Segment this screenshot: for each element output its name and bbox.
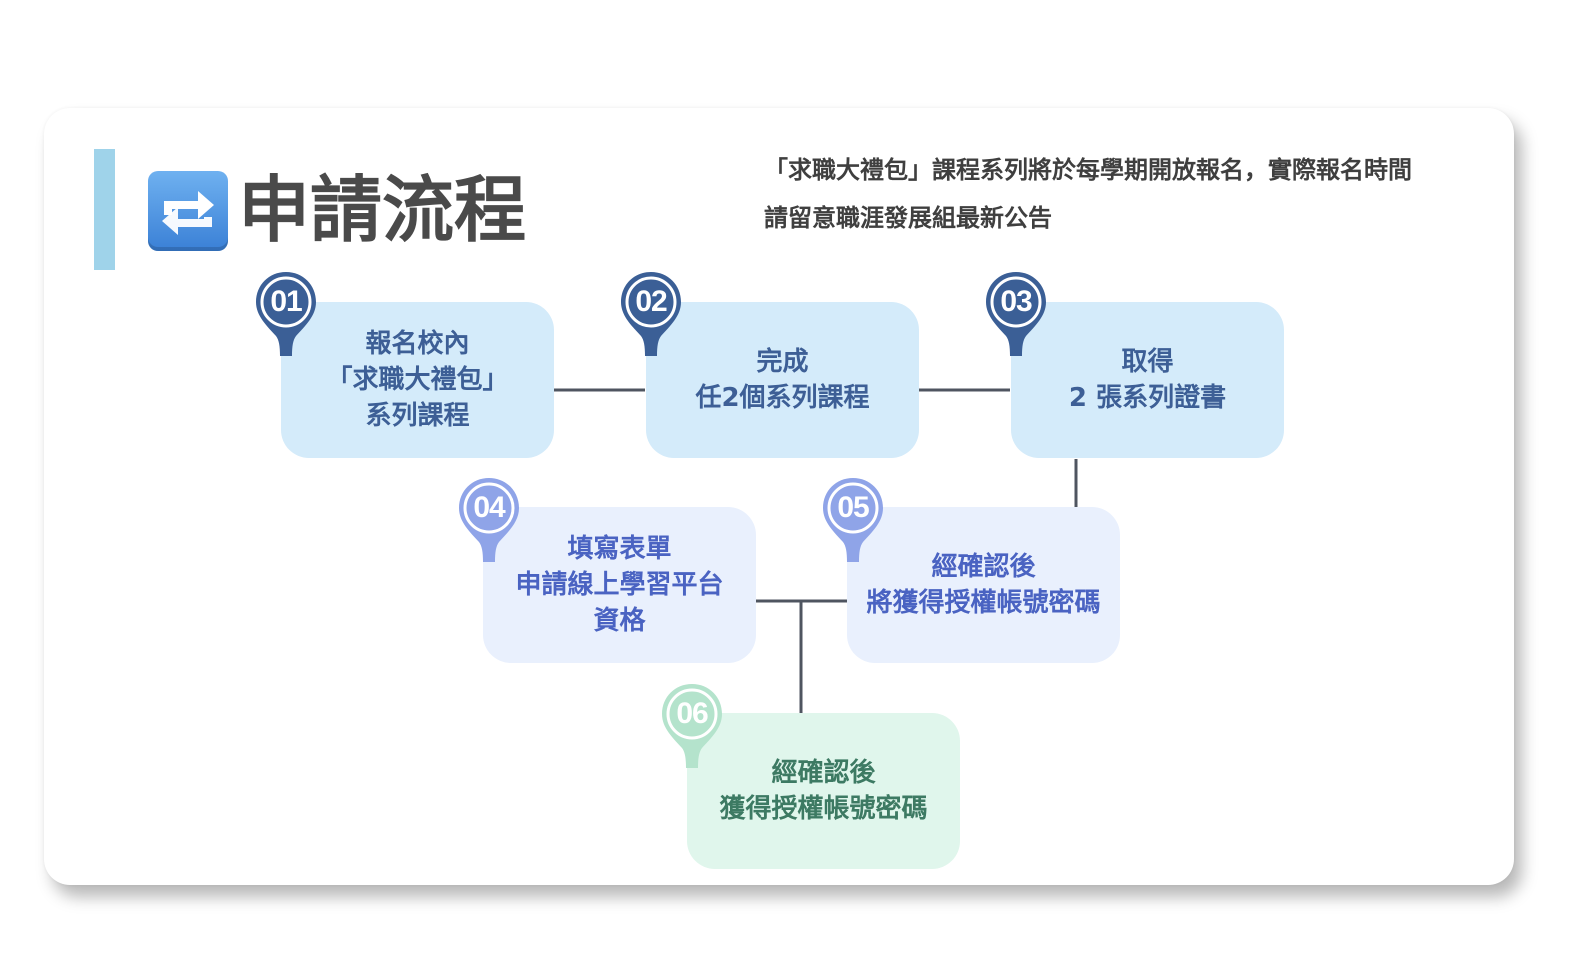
step-03-pin-icon: 03 [984,270,1048,360]
step-04-number: 04 [473,491,505,524]
notice-line-1: 「求職大禮包」課程系列將於每學期開放報名，實際報名時間 [764,156,1412,184]
page-title: 申請流程 [238,168,527,252]
step-03-box: 取得 2 張系列證書 [1011,302,1284,458]
title-accent-bar [94,149,115,270]
notice-text: 「求職大禮包」課程系列將於每學期開放報名，實際報名時間 請留意職涯發展組最新公告 [764,146,1524,242]
step-01-number: 01 [270,285,302,318]
step-06-pin-icon: 06 [660,682,724,772]
step-02-line-1: 完成 [756,347,809,377]
step-01-pin-icon: 01 [254,270,318,360]
notice-line-2: 請留意職涯發展組最新公告 [764,204,1052,232]
step-03-line-2: 2 張系列證書 [1068,383,1227,413]
step-02-pin-icon: 02 [619,270,683,360]
step-01-box: 報名校內 「求職大禮包」 系列課程 [281,302,554,458]
step-06-box: 經確認後 獲得授權帳號密碼 [687,713,960,869]
step-04-line-1: 填寫表單 [567,534,672,564]
step-01-line-2: 「求職大禮包」 [326,365,509,395]
step-04-line-3: 資格 [593,606,646,636]
step-05-line-2: 將獲得授權帳號密碼 [866,588,1101,618]
step-05-line-1: 經確認後 [931,552,1036,582]
step-03-number: 03 [1000,285,1032,318]
step-06-line-2: 獲得授權帳號密碼 [719,794,928,824]
step-01-line-1: 報名校內 [365,329,470,359]
step-02-line-2: 任2個系列課程 [695,383,870,413]
step-05-number: 05 [837,491,869,524]
step-05-box: 經確認後 將獲得授權帳號密碼 [847,507,1120,663]
step-04-line-2: 申請線上學習平台 [515,570,724,600]
step-04-pin-icon: 04 [457,476,521,566]
step-06-line-1: 經確認後 [771,758,876,788]
step-06-number: 06 [676,697,708,730]
step-02-number: 02 [635,285,667,318]
step-05-pin-icon: 05 [821,476,885,566]
step-02-box: 完成 任2個系列課程 [646,302,919,458]
step-04-box: 填寫表單 申請線上學習平台 資格 [483,507,756,663]
step-01-line-3: 系列課程 [365,401,470,431]
step-03-line-1: 取得 [1121,347,1174,377]
repeat-arrows-icon [148,171,228,251]
